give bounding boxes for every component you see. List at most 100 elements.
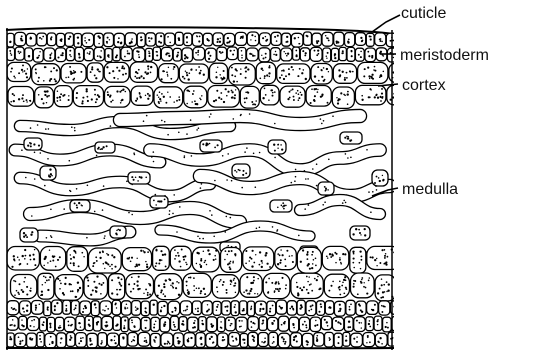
meristoderm-cell <box>347 47 355 61</box>
meristoderm-cell <box>180 301 192 315</box>
meristoderm-cell <box>82 33 94 47</box>
meristoderm-cell <box>31 301 43 315</box>
meristoderm-cell <box>222 301 231 315</box>
meristoderm-cell <box>171 316 179 330</box>
meristoderm-cell <box>74 34 81 48</box>
cortex-cell <box>105 86 131 107</box>
meristoderm-cell <box>259 48 270 62</box>
meristoderm-cell <box>300 48 309 61</box>
cortex-cell <box>311 64 332 85</box>
meristoderm-cell <box>168 301 180 315</box>
meristoderm-cell <box>345 33 355 47</box>
meristoderm-cell <box>188 317 198 332</box>
meristoderm-cell <box>128 333 138 347</box>
meristoderm-cell <box>85 316 93 330</box>
cortex-cell <box>104 62 129 82</box>
meristoderm-cell <box>158 301 168 316</box>
meristoderm-cell <box>323 48 331 62</box>
meristoderm-cell <box>354 317 366 332</box>
meristoderm-cell <box>202 301 212 315</box>
meristoderm-cell <box>192 301 201 315</box>
meristoderm-cell <box>269 332 278 347</box>
meristoderm-cell <box>156 33 164 46</box>
cortex-cell <box>35 87 54 108</box>
meristoderm-cell <box>52 300 63 314</box>
cortex-cell <box>229 64 256 85</box>
lower-cuticle-edge <box>6 348 394 349</box>
cortex-cell <box>109 274 125 300</box>
cortex-cell <box>358 62 388 83</box>
meristoderm-cell <box>367 301 378 315</box>
medulla-cell <box>200 140 222 152</box>
meristoderm-cell <box>146 33 156 46</box>
cortex-cell <box>263 273 290 298</box>
meristoderm-cell <box>317 301 325 316</box>
meristoderm-cell <box>107 333 118 347</box>
meristoderm-cell <box>306 301 316 316</box>
cortex-cell <box>260 85 279 105</box>
label-meristoderm: meristoderm <box>400 47 489 64</box>
cortex-cell <box>67 247 88 272</box>
meristoderm-cell <box>291 333 302 348</box>
meristoderm-cell <box>224 33 235 46</box>
meristoderm-cell <box>184 33 192 46</box>
meristoderm-cell <box>332 317 343 331</box>
meristoderm-cell <box>229 333 240 347</box>
medulla-cell <box>340 132 362 144</box>
meristoderm-cell <box>240 301 247 315</box>
meristoderm-cell <box>259 33 270 46</box>
cortex-cell <box>350 247 366 273</box>
meristoderm-cell <box>98 333 107 347</box>
meristoderm-cell <box>119 333 127 347</box>
meristoderm-cell <box>299 317 309 331</box>
cortex-cell <box>256 62 276 83</box>
medulla-cell <box>70 200 90 212</box>
meristoderm-cell <box>45 333 56 347</box>
meristoderm-cell <box>355 33 365 46</box>
meristoderm-cell <box>383 317 392 332</box>
meristoderm-cell <box>291 33 303 47</box>
cortex-cell <box>210 63 228 83</box>
meristoderm-cell <box>206 333 217 347</box>
meristoderm-cell <box>76 333 87 348</box>
label-cuticle: cuticle <box>401 5 446 22</box>
medulla-cell <box>20 228 38 242</box>
meristoderm-cell <box>114 33 124 47</box>
meristoderm-cell <box>314 333 324 347</box>
medulla-cell <box>110 226 126 238</box>
meristoderm-cell <box>238 48 246 62</box>
meristoderm-cell <box>271 32 281 45</box>
meristoderm-cell <box>343 332 350 346</box>
meristoderm-cell <box>57 333 66 348</box>
meristoderm-cell <box>217 47 227 60</box>
meristoderm-cell <box>247 32 259 46</box>
meristoderm-cell <box>226 317 236 331</box>
meristoderm-cell <box>374 316 382 330</box>
meristoderm-cell <box>346 300 355 315</box>
meristoderm-cell <box>55 317 64 331</box>
meristoderm-cell <box>344 317 353 332</box>
meristoderm-cell <box>33 49 43 63</box>
label-medulla: medulla <box>402 181 458 198</box>
meristoderm-cell <box>322 32 333 46</box>
meristoderm-cell <box>26 33 36 46</box>
meristoderm-cell <box>150 300 157 315</box>
meristoderm-cell <box>146 48 153 61</box>
meristoderm-cell <box>310 317 321 331</box>
meristoderm-cell <box>365 48 376 62</box>
meristoderm-cell <box>125 33 136 47</box>
meristoderm-cell <box>121 301 131 315</box>
meristoderm-cell <box>267 301 276 316</box>
medulla-cell <box>24 138 42 150</box>
meristoderm-cell <box>64 317 75 332</box>
meristoderm-cell <box>379 301 390 315</box>
meristoderm-cell <box>351 333 363 347</box>
lower-meristoderm <box>7 300 401 348</box>
meristoderm-cell <box>121 317 128 332</box>
meristoderm-cell <box>94 47 104 61</box>
meristoderm-cell <box>182 48 193 62</box>
meristoderm-cell <box>363 333 375 347</box>
meristoderm-cell <box>132 301 141 316</box>
cortex-cell <box>240 274 262 298</box>
meristoderm-cell <box>310 47 322 61</box>
